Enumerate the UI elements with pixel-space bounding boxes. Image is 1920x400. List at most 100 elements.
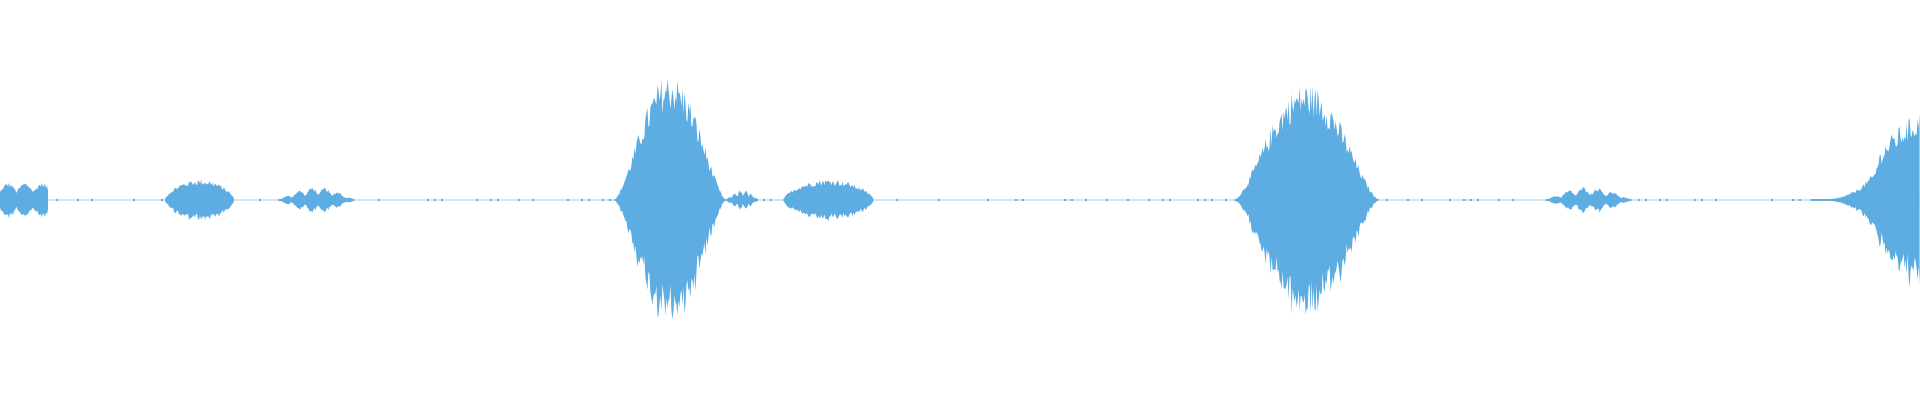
waveform-noise-dot (581, 199, 583, 201)
waveform-noise-dot (854, 199, 856, 201)
waveform-noise-dot (1337, 199, 1339, 201)
waveform-noise-dot (182, 199, 184, 201)
waveform-noise-dot (1645, 199, 1647, 201)
waveform-noise-dot (1498, 199, 1500, 201)
waveform-segment-8 (1810, 113, 1920, 288)
waveform-noise-dot (1022, 199, 1024, 201)
waveform-noise-dot (1169, 199, 1171, 201)
waveform-noise-dot (161, 199, 163, 201)
waveform-noise-dot (350, 199, 352, 201)
waveform-noise-dot (217, 199, 219, 201)
waveform-noise-dot (742, 199, 744, 201)
waveform-noise-dot (168, 199, 170, 201)
waveform-noise-dot (1876, 199, 1878, 201)
waveform-noise-dot (1197, 199, 1199, 201)
waveform-noise-dot (1610, 199, 1612, 201)
waveform-noise-dot (602, 199, 604, 201)
waveform-noise-dot (315, 199, 317, 201)
waveform-noise-dot (1204, 199, 1206, 201)
waveform-noise-dot (651, 199, 653, 201)
waveform-noise-dot (1407, 199, 1409, 201)
waveform-noise-dot (14, 199, 16, 201)
waveform-noise-dot (1470, 199, 1472, 201)
waveform-noise-dot (196, 199, 198, 201)
waveform-noise-dot (175, 199, 177, 201)
waveform-segment-6 (1234, 85, 1379, 315)
waveform-noise-dot (1582, 199, 1584, 201)
waveform-noise-dot (1596, 199, 1598, 201)
waveform-noise-dot (567, 199, 569, 201)
waveform-noise-dot (1225, 199, 1227, 201)
waveform-noise-dot (532, 199, 534, 201)
waveform-noise-dot (798, 199, 800, 201)
waveform-noise-dot (1554, 199, 1556, 201)
waveform-noise-dot (763, 199, 765, 201)
waveform-noise-dot (322, 199, 324, 201)
waveform-noise-dot (518, 199, 520, 201)
waveform-noise-dot (378, 199, 380, 201)
waveform-noise-dot (938, 199, 940, 201)
waveform-noise-dot (805, 199, 807, 201)
waveform-noise-dot (1904, 199, 1906, 201)
waveform-segment-3 (614, 79, 726, 320)
waveform-noise-dot (28, 199, 30, 201)
waveform-noise-dot (1085, 199, 1087, 201)
waveform-noise-dot (609, 199, 611, 201)
waveform-noise-dot (868, 199, 870, 201)
waveform-noise-dot (1771, 199, 1773, 201)
waveform-noise-dot (1064, 199, 1066, 201)
waveform-noise-dot (0, 199, 2, 201)
waveform-noise-dot (1344, 199, 1346, 201)
waveform-noise-dot (133, 199, 135, 201)
waveform-noise-dot (91, 199, 93, 201)
waveform-segment-7 (1545, 187, 1632, 214)
waveform-noise-dot (1015, 199, 1017, 201)
waveform-noise-dot (791, 199, 793, 201)
waveform-noise-dot (1421, 199, 1423, 201)
waveform-noise-dot (441, 199, 443, 201)
waveform-segment-1 (165, 179, 235, 221)
waveform-noise-dot (224, 199, 226, 201)
waveform-noise-dot (1841, 199, 1843, 201)
waveform-noise-dot (616, 199, 618, 201)
waveform-noise-dot (497, 199, 499, 201)
waveform-noise-dot (637, 199, 639, 201)
waveform-noise-dot (35, 199, 37, 201)
waveform-noise-dot (1638, 199, 1640, 201)
waveform-noise-dot (189, 199, 191, 201)
waveform-noise-dot (1106, 199, 1108, 201)
waveform-noise-dot (434, 199, 436, 201)
waveform-noise-dot (1386, 199, 1388, 201)
waveform-noise-dot (329, 199, 331, 201)
waveform-noise-dot (1715, 199, 1717, 201)
waveform-noise-dot (1701, 199, 1703, 201)
waveform-noise-dot (1477, 199, 1479, 201)
waveform-noise-dot (1512, 199, 1514, 201)
waveform-noise-dot (735, 199, 737, 201)
waveform-noise-dot (1561, 199, 1563, 201)
waveform-noise-dot (1568, 199, 1570, 201)
waveform-noise-dot (77, 199, 79, 201)
waveform-noise-dot (1246, 199, 1248, 201)
waveform-noise-dot (1071, 199, 1073, 201)
waveform-noise-dot (1463, 199, 1465, 201)
waveform-noise-dot (1659, 199, 1661, 201)
waveform-noise-dot (770, 199, 772, 201)
waveform-noise-dot (1309, 199, 1311, 201)
waveform-noise-dot (1449, 199, 1451, 201)
waveform-noise-dot (1127, 199, 1129, 201)
waveform-noise-dot (1799, 199, 1801, 201)
waveform-segment-0 (0, 182, 48, 219)
waveform-noise-dot (476, 199, 478, 201)
waveform-noise-dot (1148, 199, 1150, 201)
waveform-noise-dot (56, 199, 58, 201)
waveform-noise-dot (259, 199, 261, 201)
waveform-noise-dot (1211, 199, 1213, 201)
waveform-noise-dot (1162, 199, 1164, 201)
waveform-noise-dot (728, 199, 730, 201)
waveform-noise-dot (1792, 199, 1794, 201)
waveform-segment-4 (725, 190, 758, 210)
waveform-noise-dot (756, 199, 758, 201)
